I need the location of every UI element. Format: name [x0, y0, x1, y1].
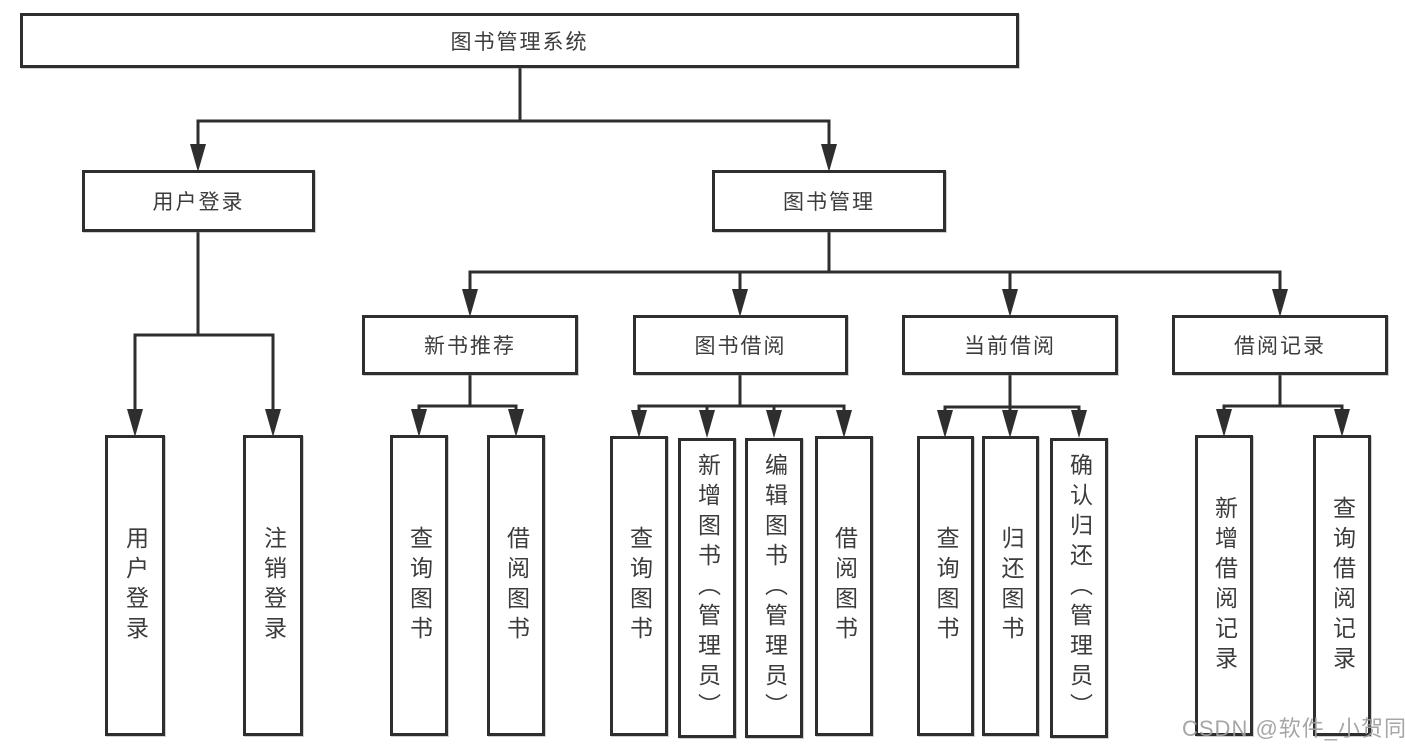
leaf-logout: 注销登录	[243, 435, 303, 736]
leaf-add-book-admin-label: 新增图书（管理员）	[694, 453, 721, 723]
connector-user-login-children	[127, 230, 281, 437]
node-book-borrowing: 图书借阅	[633, 315, 848, 375]
connector-root-to-level1	[190, 66, 837, 172]
node-current-borrowing-label: 当前借阅	[964, 335, 1056, 358]
leaf-query-book-current: 查询图书	[917, 436, 974, 736]
leaf-confirm-return-admin-label: 确认归还（管理员）	[1066, 453, 1093, 723]
leaf-logout-label: 注销登录	[260, 525, 287, 646]
node-user-login-label: 用户登录	[152, 191, 245, 214]
node-current-borrowing: 当前借阅	[902, 315, 1118, 375]
connector-current-borrow-children	[937, 373, 1087, 438]
watermark: CSDN @软件_小贺同学	[1182, 716, 1405, 741]
node-borrowing-records: 借阅记录	[1172, 315, 1388, 375]
node-borrowing-records-label: 借阅记录	[1234, 335, 1326, 358]
leaf-add-borrow-record: 新增借阅记录	[1195, 435, 1253, 736]
node-user-login: 用户登录	[82, 170, 315, 232]
node-book-management: 图书管理	[712, 170, 946, 232]
leaf-return-book-label: 归还图书	[998, 526, 1024, 646]
node-new-book-recommend: 新书推荐	[362, 315, 578, 375]
leaf-borrow-book-recommend-label: 借阅图书	[503, 525, 530, 646]
leaf-borrow-book-recommend: 借阅图书	[487, 435, 545, 736]
connector-borrow-records-children	[1216, 373, 1350, 437]
leaf-query-book-borrowing-label: 查询图书	[626, 526, 653, 646]
leaf-add-borrow-record-label: 新增借阅记录	[1211, 495, 1238, 676]
leaf-edit-book-admin: 编辑图书（管理员）	[745, 438, 803, 738]
node-book-management-label: 图书管理	[783, 191, 875, 214]
connector-book-borrow-children	[631, 373, 852, 438]
leaf-query-book-recommend: 查询图书	[390, 435, 448, 736]
leaf-borrow-book-borrowing-label: 借阅图书	[831, 526, 858, 646]
leaf-query-book-recommend-label: 查询图书	[406, 525, 433, 646]
leaf-add-book-admin: 新增图书（管理员）	[678, 438, 736, 738]
leaf-query-book-borrowing: 查询图书	[610, 436, 668, 736]
leaf-query-borrow-record: 查询借阅记录	[1313, 435, 1371, 736]
leaf-confirm-return-admin: 确认归还（管理员）	[1050, 438, 1108, 738]
connector-book-mgmt-children	[462, 230, 1288, 317]
leaf-user-login: 用户登录	[105, 435, 165, 736]
leaf-query-borrow-record-label: 查询借阅记录	[1329, 495, 1356, 676]
leaf-query-book-current-label: 查询图书	[933, 526, 959, 646]
node-root-label: 图书管理系统	[450, 30, 589, 54]
leaf-borrow-book-borrowing: 借阅图书	[815, 436, 873, 736]
leaf-edit-book-admin-label: 编辑图书（管理员）	[761, 453, 788, 723]
connector-new-book-rec-children	[411, 373, 524, 437]
leaf-return-book: 归还图书	[982, 436, 1039, 736]
node-root: 图书管理系统	[20, 13, 1019, 68]
leaf-user-login-label: 用户登录	[122, 525, 149, 646]
node-book-borrowing-label: 图书借阅	[694, 335, 787, 358]
node-new-book-recommend-label: 新书推荐	[424, 335, 516, 358]
